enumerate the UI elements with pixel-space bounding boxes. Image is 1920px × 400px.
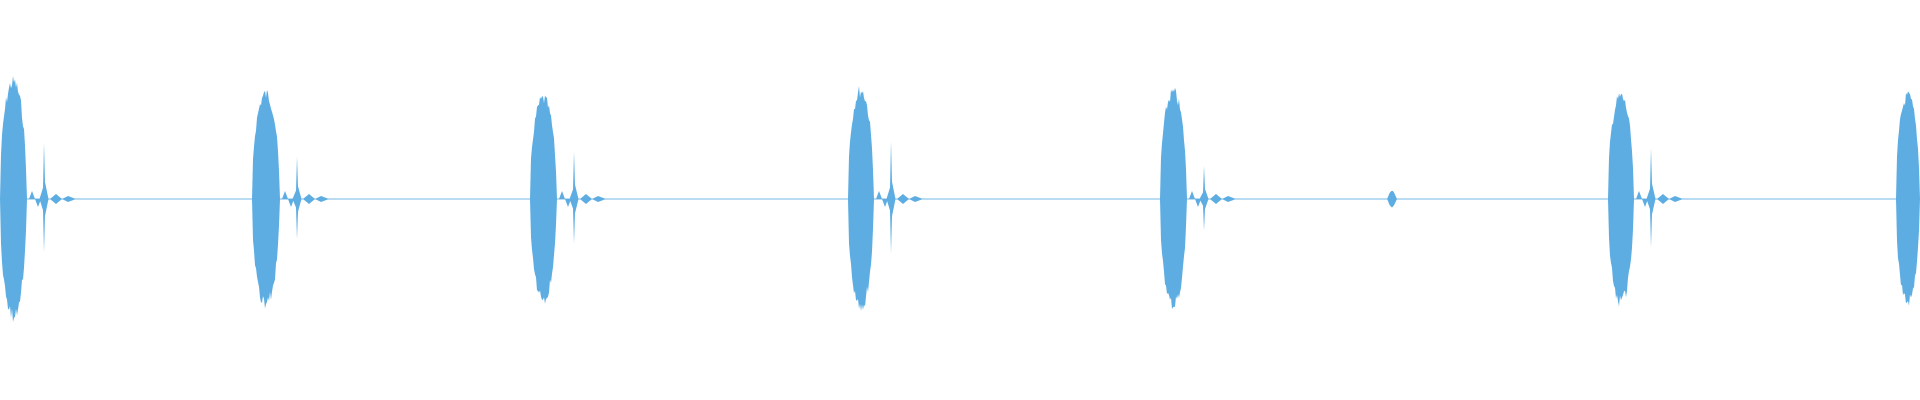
waveform-secondary-spike (39, 142, 49, 253)
waveform-secondary-spike (1646, 147, 1656, 248)
waveform-wiggle (282, 191, 294, 207)
waveform-secondary-spike (569, 151, 579, 244)
waveform-burst (1160, 87, 1187, 310)
waveform-tail (1210, 194, 1236, 204)
waveform-clip (848, 86, 923, 311)
waveform-tail (50, 194, 76, 204)
waveform-clip (530, 95, 606, 304)
waveform-wiggle (29, 191, 41, 207)
waveform-blip (1387, 190, 1397, 208)
waveform-wiggle (559, 191, 571, 207)
waveform-clip (0, 76, 76, 322)
waveform-clip (1896, 91, 1920, 306)
waveform-clip (1608, 93, 1683, 307)
waveform-clips-layer (0, 76, 1920, 322)
waveform-clip (252, 89, 329, 309)
waveform-wiggle (1189, 191, 1201, 207)
waveform-burst (1896, 91, 1920, 306)
waveform-wiggle (1636, 191, 1648, 207)
waveform-burst (252, 89, 280, 309)
waveform-tail (1657, 194, 1683, 204)
waveform-burst (0, 76, 27, 322)
waveform-clip (1387, 190, 1397, 208)
waveform-clip (1160, 87, 1236, 310)
waveform-burst (1608, 93, 1634, 307)
waveform-burst (530, 95, 557, 304)
waveform-secondary-spike (1199, 165, 1209, 231)
waveform-secondary-spike (292, 156, 302, 240)
waveform-wiggle (876, 191, 888, 207)
waveform-burst (848, 86, 874, 311)
waveform-secondary-spike (886, 141, 896, 254)
waveform-tail (897, 194, 923, 204)
waveform-tail (580, 194, 606, 204)
waveform-tail (303, 194, 329, 204)
